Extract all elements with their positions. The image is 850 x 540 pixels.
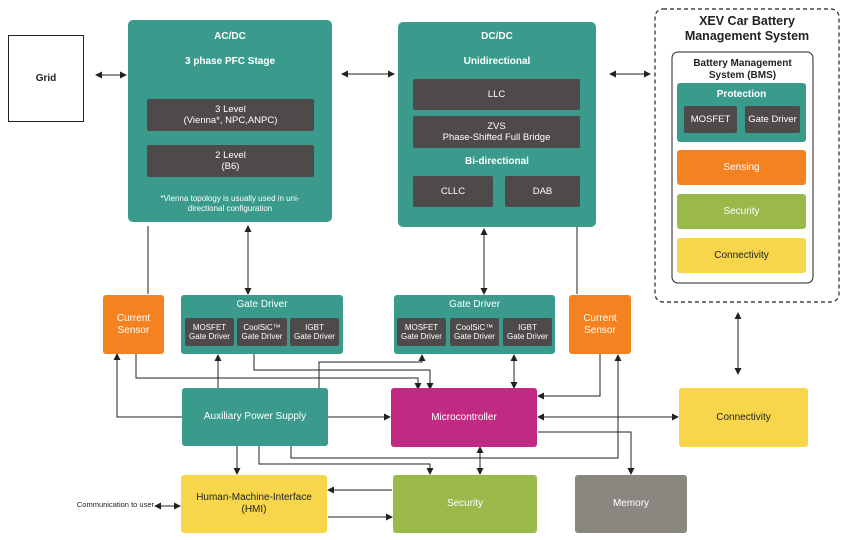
bms-protection-title: Protection — [716, 89, 767, 100]
left-gd-igbt-label: IGBT Gate Driver — [294, 322, 335, 342]
left-gd-igbt-box: IGBT Gate Driver — [290, 318, 339, 346]
right-gd-igbt-label: IGBT Gate Driver — [507, 322, 548, 342]
left-gd-mosfet-label: MOSFET Gate Driver — [189, 322, 230, 342]
right-current-sensor-label: Current Sensor — [583, 312, 617, 336]
communication-to-user-label: Communication to user — [76, 500, 154, 509]
dcdc-llc-label: LLC — [487, 89, 506, 100]
bms-gatedriver-box: Gate Driver — [745, 106, 800, 133]
dcdc-llc-box: LLC — [413, 79, 580, 110]
microcontroller-label: Microcontroller — [431, 411, 497, 423]
bms-gatedriver-label: Gate Driver — [748, 114, 797, 125]
left-current-sensor-label: Current Sensor — [116, 312, 151, 336]
right-gd-coolsic-box: CoolSiC™ Gate Driver — [450, 318, 499, 346]
acdc-3level-box: 3 Level (Vienna*, NPC,ANPC) — [147, 99, 314, 131]
dcdc-zvs-label: ZVS Phase-Shifted Full Bridge — [442, 121, 551, 143]
line-aux-lsensor — [113, 353, 182, 418]
connectivity-label: Connectivity — [716, 411, 771, 423]
acdc-subtitle: 3 phase PFC Stage — [184, 56, 276, 67]
line-mcu-memory — [538, 431, 635, 475]
hmi-block: Human-Machine-Interface (HMI) — [181, 475, 327, 533]
left-gd-coolsic-box: CoolSiC™ Gate Driver — [237, 318, 287, 346]
left-gd-coolsic-label: CoolSiC™ Gate Driver — [241, 322, 283, 342]
security-label: Security — [446, 498, 484, 509]
dcdc-dab-box: DAB — [505, 176, 580, 207]
hmi-label: Human-Machine-Interface (HMI) — [196, 492, 312, 515]
xev-title: XEV Car Battery Management System — [684, 14, 810, 43]
microcontroller-block: Microcontroller — [391, 388, 537, 447]
line-rsensor-mcu — [537, 354, 601, 400]
aux-power-supply-label: Auxiliary Power Supply — [203, 411, 307, 422]
dcdc-bidirectional: Bi-directional — [465, 156, 529, 167]
left-current-sensor-block: Current Sensor — [103, 295, 164, 354]
dcdc-zvs-box: ZVS Phase-Shifted Full Bridge — [413, 116, 580, 148]
bms-mosfet-box: MOSFET — [684, 106, 737, 133]
line-aux-security — [258, 446, 434, 475]
right-current-sensor-block: Current Sensor — [569, 295, 631, 354]
bms-connectivity-label: Connectivity — [714, 249, 769, 261]
right-gd-coolsic-label: CoolSiC™ Gate Driver — [454, 322, 495, 342]
grid-block: Grid — [8, 35, 84, 122]
acdc-title: AC/DC — [214, 31, 246, 42]
dcdc-cllc-box: CLLC — [413, 176, 493, 207]
line-lsensor-mcu — [135, 354, 422, 390]
dcdc-cllc-label: CLLC — [440, 186, 466, 197]
grid-label: Grid — [35, 72, 57, 84]
acdc-2level-label: 2 Level (B6) — [215, 150, 246, 172]
left-gd-mosfet-box: MOSFET Gate Driver — [185, 318, 234, 346]
acdc-note: *Vienna topology is usually used in uni-… — [160, 194, 300, 213]
bms-sensing-block: Sensing — [677, 150, 806, 185]
bms-mosfet-label: MOSFET — [690, 114, 731, 125]
dcdc-unidirectional: Unidirectional — [463, 56, 531, 67]
bms-security-block: Security — [677, 194, 806, 229]
line-aux-rgd — [318, 354, 426, 388]
bms-title: Battery Management System (BMS) — [693, 58, 792, 81]
right-gd-mosfet-box: MOSFET Gate Driver — [397, 318, 446, 346]
right-gd-igbt-box: IGBT Gate Driver — [503, 318, 552, 346]
memory-block: Memory — [575, 475, 687, 533]
xev-dashed-border — [654, 8, 840, 303]
dcdc-title: DC/DC — [481, 31, 513, 42]
memory-label: Memory — [612, 498, 650, 509]
dcdc-dab-label: DAB — [532, 186, 553, 197]
connectivity-block: Connectivity — [679, 388, 808, 447]
bms-connectivity-block: Connectivity — [677, 238, 806, 273]
acdc-3level-label: 3 Level (Vienna*, NPC,ANPC) — [183, 104, 278, 126]
left-gate-driver-title: Gate Driver — [236, 299, 288, 310]
right-gd-mosfet-label: MOSFET Gate Driver — [401, 322, 442, 342]
right-gate-driver-title: Gate Driver — [448, 299, 501, 310]
acdc-2level-box: 2 Level (B6) — [147, 145, 314, 177]
line-lgd-mcu — [253, 354, 434, 390]
bms-security-label: Security — [723, 205, 760, 217]
bms-sensing-label: Sensing — [723, 161, 760, 173]
security-block: Security — [393, 475, 537, 533]
line-aux-rsensor — [290, 354, 622, 459]
aux-power-supply-block: Auxiliary Power Supply — [182, 388, 328, 446]
